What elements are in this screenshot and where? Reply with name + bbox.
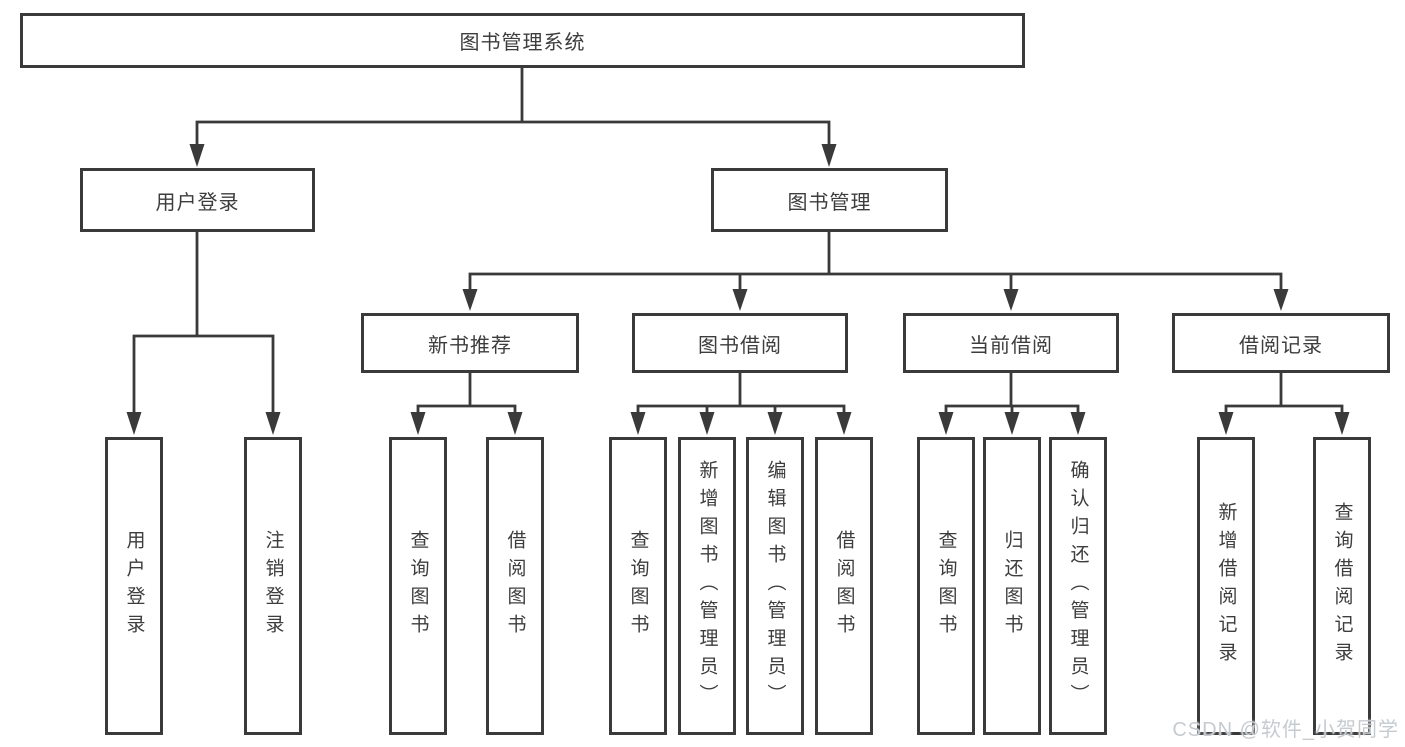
arrowhead: [507, 412, 523, 435]
edges-borrow-records-to-leaves: [1218, 371, 1350, 435]
arrowhead: [1003, 289, 1019, 311]
arrowhead: [189, 144, 205, 167]
arrowhead: [836, 412, 852, 435]
leaf-br-query-record: 查询借阅记录: [1313, 437, 1371, 735]
arrowhead: [1273, 289, 1289, 311]
leaf-cb-return-books: 归还图书: [983, 437, 1041, 735]
edges-root-to-level2: [189, 66, 837, 167]
arrowhead: [1004, 412, 1020, 435]
leaf-br-add-record: 新增借阅记录: [1197, 437, 1255, 735]
edges-new-book-recommend-to-leaves: [410, 371, 523, 435]
arrowhead: [410, 412, 426, 435]
arrowhead: [1334, 412, 1350, 435]
arrowhead: [767, 412, 783, 435]
arrowhead: [126, 412, 142, 435]
leaf-bb-edit-books-admin: 编辑图书（管理员）: [746, 437, 804, 735]
arrowhead: [630, 412, 646, 435]
leaf-bb-borrow-books: 借阅图书: [815, 437, 873, 735]
node-new-book-recommend: 新书推荐: [361, 313, 579, 373]
node-borrow-records: 借阅记录: [1172, 313, 1390, 373]
edges-book-borrow-to-leaves: [630, 371, 852, 435]
node-user-login: 用户登录: [80, 168, 315, 232]
arrowhead: [265, 412, 281, 435]
edges-book-management-to-level3: [462, 230, 1289, 311]
arrowhead: [1070, 412, 1086, 435]
leaf-nb-borrow-books: 借阅图书: [486, 437, 544, 735]
leaf-bb-add-books-admin: 新增图书（管理员）: [678, 437, 736, 735]
arrowhead: [1218, 412, 1234, 435]
leaf-nb-query-books: 查询图书: [389, 437, 447, 735]
node-book-management: 图书管理: [711, 168, 948, 232]
arrowhead: [938, 412, 954, 435]
leaf-cb-query-books: 查询图书: [917, 437, 975, 735]
arrowhead: [821, 144, 837, 167]
leaf-bb-query-books: 查询图书: [609, 437, 667, 735]
node-book-borrow: 图书借阅: [632, 313, 848, 373]
node-current-borrow: 当前借阅: [903, 313, 1119, 373]
arrowhead: [732, 289, 748, 311]
leaf-logout: 注销登录: [244, 437, 302, 735]
arrowhead: [699, 412, 715, 435]
node-root: 图书管理系统: [20, 13, 1025, 68]
arrowhead: [462, 289, 478, 311]
edges-current-borrow-to-leaves: [938, 371, 1086, 435]
leaf-user-login: 用户登录: [105, 437, 163, 735]
csdn-watermark: CSDN @软件_小贺同学: [1172, 719, 1399, 741]
edges-user-login-to-leaves: [126, 230, 281, 435]
leaf-cb-confirm-return-admin: 确认归还（管理员）: [1049, 437, 1107, 735]
